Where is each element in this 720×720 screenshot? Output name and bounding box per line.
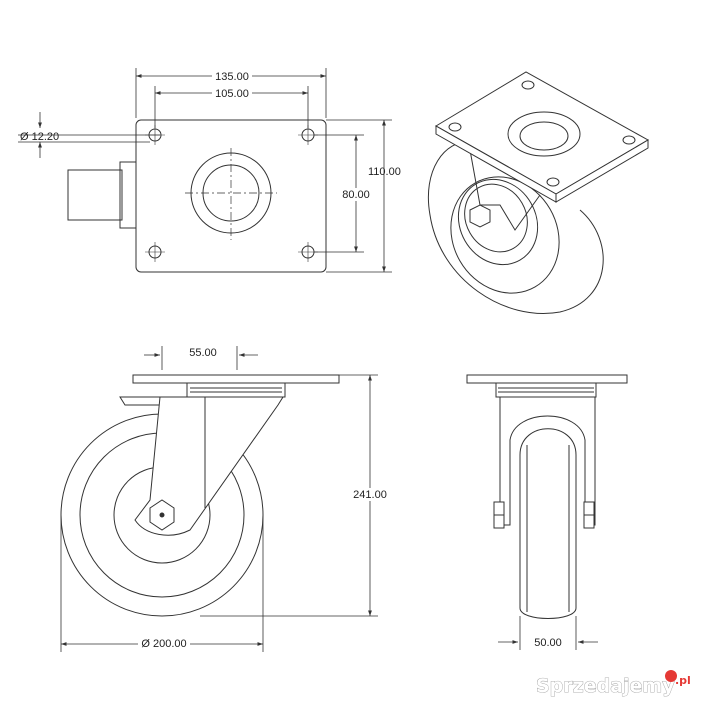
side-view-brake — [119, 396, 161, 406]
dim-wheel-diameter: Ø 200.00 — [141, 638, 186, 650]
dim-hole-diameter: Ø 12.20 — [20, 131, 59, 143]
dim-hole-spacing-x: 105.00 — [215, 88, 249, 100]
front-view-wheel — [519, 428, 577, 619]
front-view-plate — [466, 374, 628, 384]
front-view — [466, 374, 628, 650]
dim-line-wheel-width — [498, 616, 598, 650]
iso-kingpin-inner — [519, 121, 569, 151]
watermark: Sprzedajemy .pl — [536, 670, 691, 697]
iso-wheel-side — [450, 176, 560, 294]
watermark-suffix: .pl — [675, 674, 691, 687]
iso-axle-nut — [469, 204, 491, 228]
side-view-fork — [134, 396, 284, 536]
side-view-plate — [132, 374, 340, 384]
top-view-plate — [135, 119, 327, 273]
dim-plate-width: 135.00 — [215, 71, 249, 83]
watermark-dot-icon — [665, 670, 677, 682]
side-view-swivel — [186, 382, 286, 398]
iso-kingpin-outer — [507, 111, 581, 157]
dim-line-fork-offset — [144, 346, 258, 370]
dim-plate-height: 110.00 — [368, 166, 401, 178]
iso-wheel-outer — [428, 141, 604, 314]
top-view — [18, 68, 392, 273]
iso-fork — [469, 149, 541, 231]
dim-line-plate-height — [326, 119, 392, 273]
side-view — [60, 346, 378, 652]
front-view-fork — [499, 397, 596, 526]
front-view-swivel — [495, 382, 597, 398]
dim-overall-height: 241.00 — [353, 489, 387, 501]
watermark-text: Sprzedajemy — [536, 675, 675, 697]
dim-hole-spacing-y: 80.00 — [342, 189, 370, 201]
top-view-wheel-stub — [67, 169, 123, 221]
iso-plate-top — [435, 71, 650, 195]
isometric-view — [428, 71, 650, 314]
dim-wheel-width: 50.00 — [534, 637, 562, 649]
dim-fork-offset: 55.00 — [189, 347, 217, 359]
dim-line-wheel-diameter — [60, 515, 264, 652]
top-view-bolt-holes — [145, 125, 318, 262]
dim-line-hole-diameter — [18, 112, 160, 158]
